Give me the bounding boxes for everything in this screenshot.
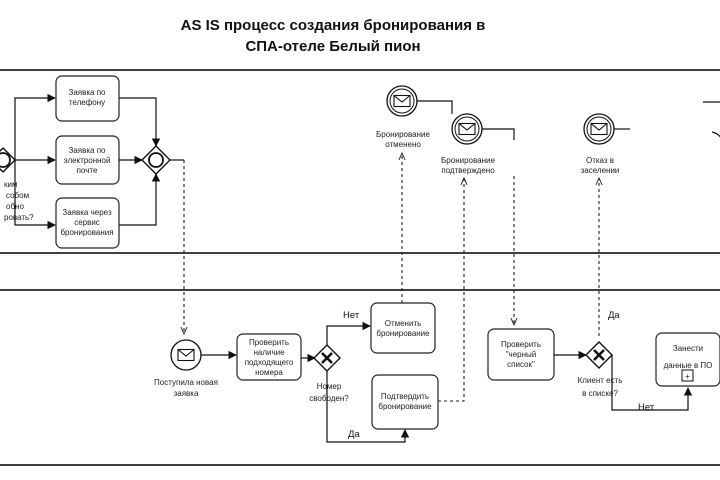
edge-label-no-right: Нет [638, 402, 655, 413]
edge-label-no-top: Нет [343, 310, 360, 321]
event-refused-label-2: заселении [581, 166, 620, 175]
event-cancelled-label-2: отменено [385, 140, 421, 149]
client-in-list-gateway [585, 341, 613, 369]
task-blacklist-label-3: список" [507, 360, 535, 369]
task-service [55, 197, 120, 249]
subprocess-marker-box [681, 369, 694, 382]
start-event-label-2: заявка [174, 389, 199, 398]
task-email-label-1: Заявка по [69, 146, 107, 155]
event-confirmed [451, 113, 483, 145]
client-pool [0, 69, 720, 254]
flow-phone-to-join [119, 97, 161, 147]
flow-to-phone [14, 93, 56, 160]
right-edge-arc [711, 131, 720, 138]
subprocess-marker: + [685, 372, 690, 381]
event-cancelled [386, 85, 418, 117]
task-blacklist-label-1: Проверить [501, 340, 541, 349]
client-split-gateway [0, 147, 16, 173]
flow-cancelled-out [417, 100, 453, 114]
flow-to-service [14, 160, 56, 230]
subprocess-label-2: данные в ПО [664, 361, 713, 370]
room-gateway-label-1: Номер [317, 382, 342, 391]
task-check-room-label-3: подходящего [245, 358, 294, 367]
task-cancel-label-2: бронирование [376, 329, 430, 338]
task-cancel-booking [370, 302, 436, 354]
task-blacklist-label-2: "черный [506, 350, 537, 359]
flow-gateway-no-to-enter [611, 355, 693, 411]
event-refused-label-1: Отказ в [586, 156, 614, 165]
flow-gateway-no [326, 321, 371, 345]
task-check-room [236, 333, 302, 381]
flow-service-to-join [119, 173, 161, 226]
task-service-label-2: сервис [74, 218, 100, 227]
client-gateway-label-2: в списке? [582, 389, 618, 398]
start-event-new-request [170, 339, 202, 371]
task-cancel-label-1: Отменить [385, 319, 422, 328]
task-service-label-1: Заявка через [62, 208, 112, 217]
client-gateway-label-1: Клиент есть [578, 376, 623, 385]
client-gateway-label-4: ровать? [4, 213, 34, 222]
task-phone-label-2: телефону [69, 98, 105, 107]
subprocess-enter-data [655, 332, 720, 387]
diagram-title-line2: СПА-отеле Белый пион [245, 38, 420, 55]
flow-confirmed-out [482, 128, 515, 140]
subprocess-label-1: Занести [673, 344, 703, 353]
event-confirmed-label-1: Бронирование [441, 156, 495, 165]
flow-gateway-yes [326, 371, 410, 443]
task-check-room-label-4: номера [255, 368, 283, 377]
start-event-label-1: Поступила новая [154, 378, 218, 387]
task-confirm-label-2: бронирование [378, 402, 432, 411]
edge-label-yes-bottom: Да [348, 429, 360, 440]
task-confirm-booking [371, 374, 439, 430]
task-check-room-label-1: Проверить [249, 338, 289, 347]
room-gateway-label-2: свободен? [309, 394, 349, 403]
event-refused [583, 113, 615, 145]
client-gateway-label-2: собом [6, 191, 29, 200]
task-check-room-label-2: наличие [253, 348, 285, 357]
event-confirmed-label-2: подтверждено [441, 166, 495, 175]
hotel-pool [0, 289, 720, 466]
task-phone-label-1: Заявка по [69, 88, 107, 97]
client-gateway-label-1: ким [4, 180, 17, 189]
client-join-gateway [141, 145, 171, 175]
task-email-label-3: почте [77, 166, 98, 175]
diagram-title-line1: AS IS процесс создания бронирования в [181, 17, 486, 34]
edge-label-yes-right: Да [608, 310, 620, 321]
task-confirm-label-1: Подтвердить [381, 392, 429, 401]
task-service-label-3: бронирования [60, 228, 113, 237]
room-free-gateway [313, 344, 341, 372]
event-cancelled-label-1: Бронирование [376, 130, 430, 139]
task-email-label-2: электронной [64, 156, 111, 165]
message-confirm [438, 178, 464, 402]
